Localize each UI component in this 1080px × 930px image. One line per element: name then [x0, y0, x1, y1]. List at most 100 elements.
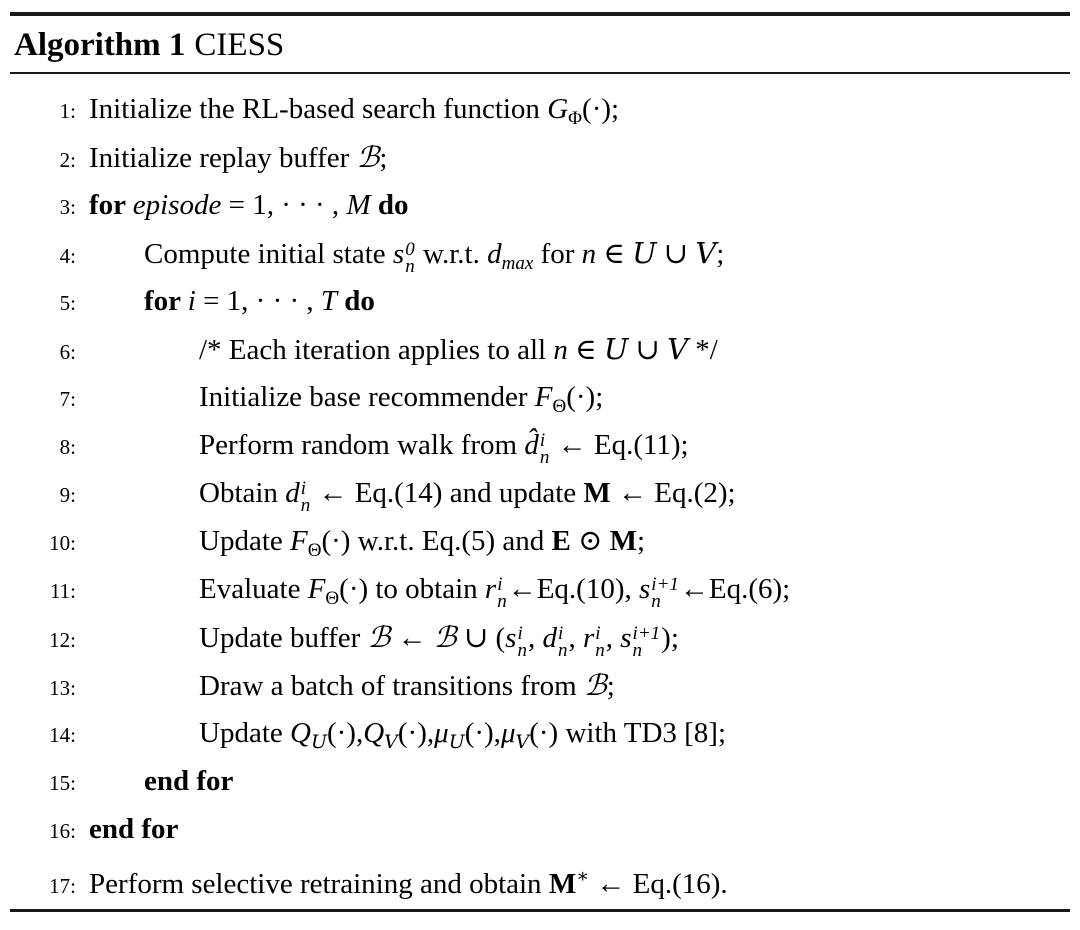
text-segment: M	[548, 868, 577, 900]
text-segment: (·);	[582, 93, 620, 125]
text-segment: ← Eq.(14) and update	[311, 477, 584, 509]
text-segment: ,	[527, 622, 543, 654]
line-number: 13:	[49, 676, 76, 700]
line-content: Update FΘ(·) w.r.t. Eq.(5) and E ⊙ M;	[89, 517, 645, 575]
text-segment: (·),	[397, 717, 435, 749]
algorithm-body: 1:Initialize the RL-based search functio…	[10, 74, 1070, 901]
algorithm-line: 3:for episode = 1, · · · , M do	[10, 181, 1070, 229]
line-content: end for	[89, 805, 178, 853]
text-segment: s	[620, 622, 632, 654]
line-number: 2:	[59, 148, 76, 172]
text-segment: s	[505, 622, 517, 654]
text-segment: ←Eq.(6);	[679, 573, 791, 605]
header-rule	[10, 72, 1070, 74]
text-segment: /* Each iteration applies to all	[199, 334, 554, 366]
line-content: end for	[89, 757, 233, 805]
text-segment: G	[547, 93, 569, 125]
text-segment: Compute initial state	[144, 238, 393, 270]
line-number: 15:	[49, 771, 76, 795]
text-segment: ℬ	[433, 620, 457, 654]
text-segment: Θ	[325, 588, 340, 609]
text-segment: ℬ	[583, 668, 607, 702]
line-number: 3:	[59, 195, 76, 219]
text-segment: end for	[144, 765, 234, 797]
text-segment: );	[661, 622, 679, 654]
line-number: 4:	[59, 244, 76, 268]
line-number: 14:	[49, 723, 76, 747]
line-number: 5:	[59, 291, 76, 315]
text-segment: w.r.t.	[415, 238, 488, 270]
algorithm-line: 13:Draw a batch of transitions from ℬ;	[10, 661, 1070, 709]
text-segment: Update	[199, 717, 290, 749]
text-segment: ←Eq.(10),	[507, 573, 639, 605]
top-rule	[10, 12, 1070, 16]
line-number: 10:	[49, 531, 76, 555]
text-segment: F	[307, 573, 326, 605]
text-segment: (·) w.r.t. Eq.(5) and	[321, 525, 552, 557]
text-segment: Obtain	[199, 477, 286, 509]
line-number: 12:	[49, 628, 76, 652]
text-segment: U	[310, 731, 327, 753]
text-segment: Q	[363, 717, 385, 749]
text-segment: μ	[500, 717, 516, 749]
line-content: for i = 1, · · · , T do	[89, 277, 375, 325]
algorithm-line: 15: end for	[10, 757, 1070, 805]
line-number: 11:	[49, 579, 76, 603]
text-segment: (·) with TD3 [8];	[529, 717, 727, 749]
algorithm-line: 2:Initialize replay buffer ℬ;	[10, 133, 1070, 181]
algorithm-line: 16:end for	[10, 805, 1070, 853]
text-segment: ∪	[656, 238, 696, 270]
line-content: Perform selective retraining and obtain …	[89, 853, 728, 908]
algorithm-line: 14:Update QU(·),QV(·),μU(·),μV(·) with T…	[10, 709, 1070, 757]
text-segment: for	[144, 285, 188, 317]
text-segment: Evaluate	[199, 573, 308, 605]
text-segment: ;	[637, 525, 646, 557]
text-segment: s	[639, 573, 651, 605]
text-segment: n	[581, 238, 597, 270]
text-segment: n	[553, 334, 568, 366]
line-content: /* Each iteration applies to all n ∈ U ∪…	[89, 325, 718, 374]
line-number: 6:	[59, 340, 76, 364]
text-segment: (·) to obtain	[339, 573, 485, 605]
text-segment: for	[533, 238, 582, 270]
text-segment: for	[89, 189, 133, 221]
text-segment: = 1, · · · ,	[195, 285, 321, 317]
line-number: 17:	[49, 874, 76, 898]
text-segment: end for	[89, 813, 179, 845]
algorithm-line: 7:Initialize base recommender FΘ(·);	[10, 373, 1070, 421]
line-number: 9:	[59, 483, 76, 507]
text-segment: i	[187, 285, 196, 317]
algorithm-line: 5: for i = 1, · · · , T do	[10, 277, 1070, 325]
text-segment: T	[320, 285, 338, 317]
line-number: 1:	[59, 99, 76, 123]
text-segment: Θ	[552, 396, 567, 417]
text-segment: d	[542, 622, 557, 654]
text-segment: (·),	[464, 717, 501, 749]
text-segment: μ	[434, 717, 449, 749]
text-segment: do	[370, 189, 409, 221]
text-segment: ,	[568, 622, 583, 654]
text-segment: V	[667, 332, 689, 366]
line-number: 8:	[59, 435, 76, 459]
text-segment: ∗	[576, 866, 590, 887]
bottom-rule	[10, 909, 1070, 912]
text-segment: Perform selective retraining and obtain	[89, 868, 549, 900]
text-segment: ;	[606, 670, 615, 702]
text-segment: U	[603, 332, 629, 366]
text-segment: ← Eq.(2);	[610, 477, 736, 509]
